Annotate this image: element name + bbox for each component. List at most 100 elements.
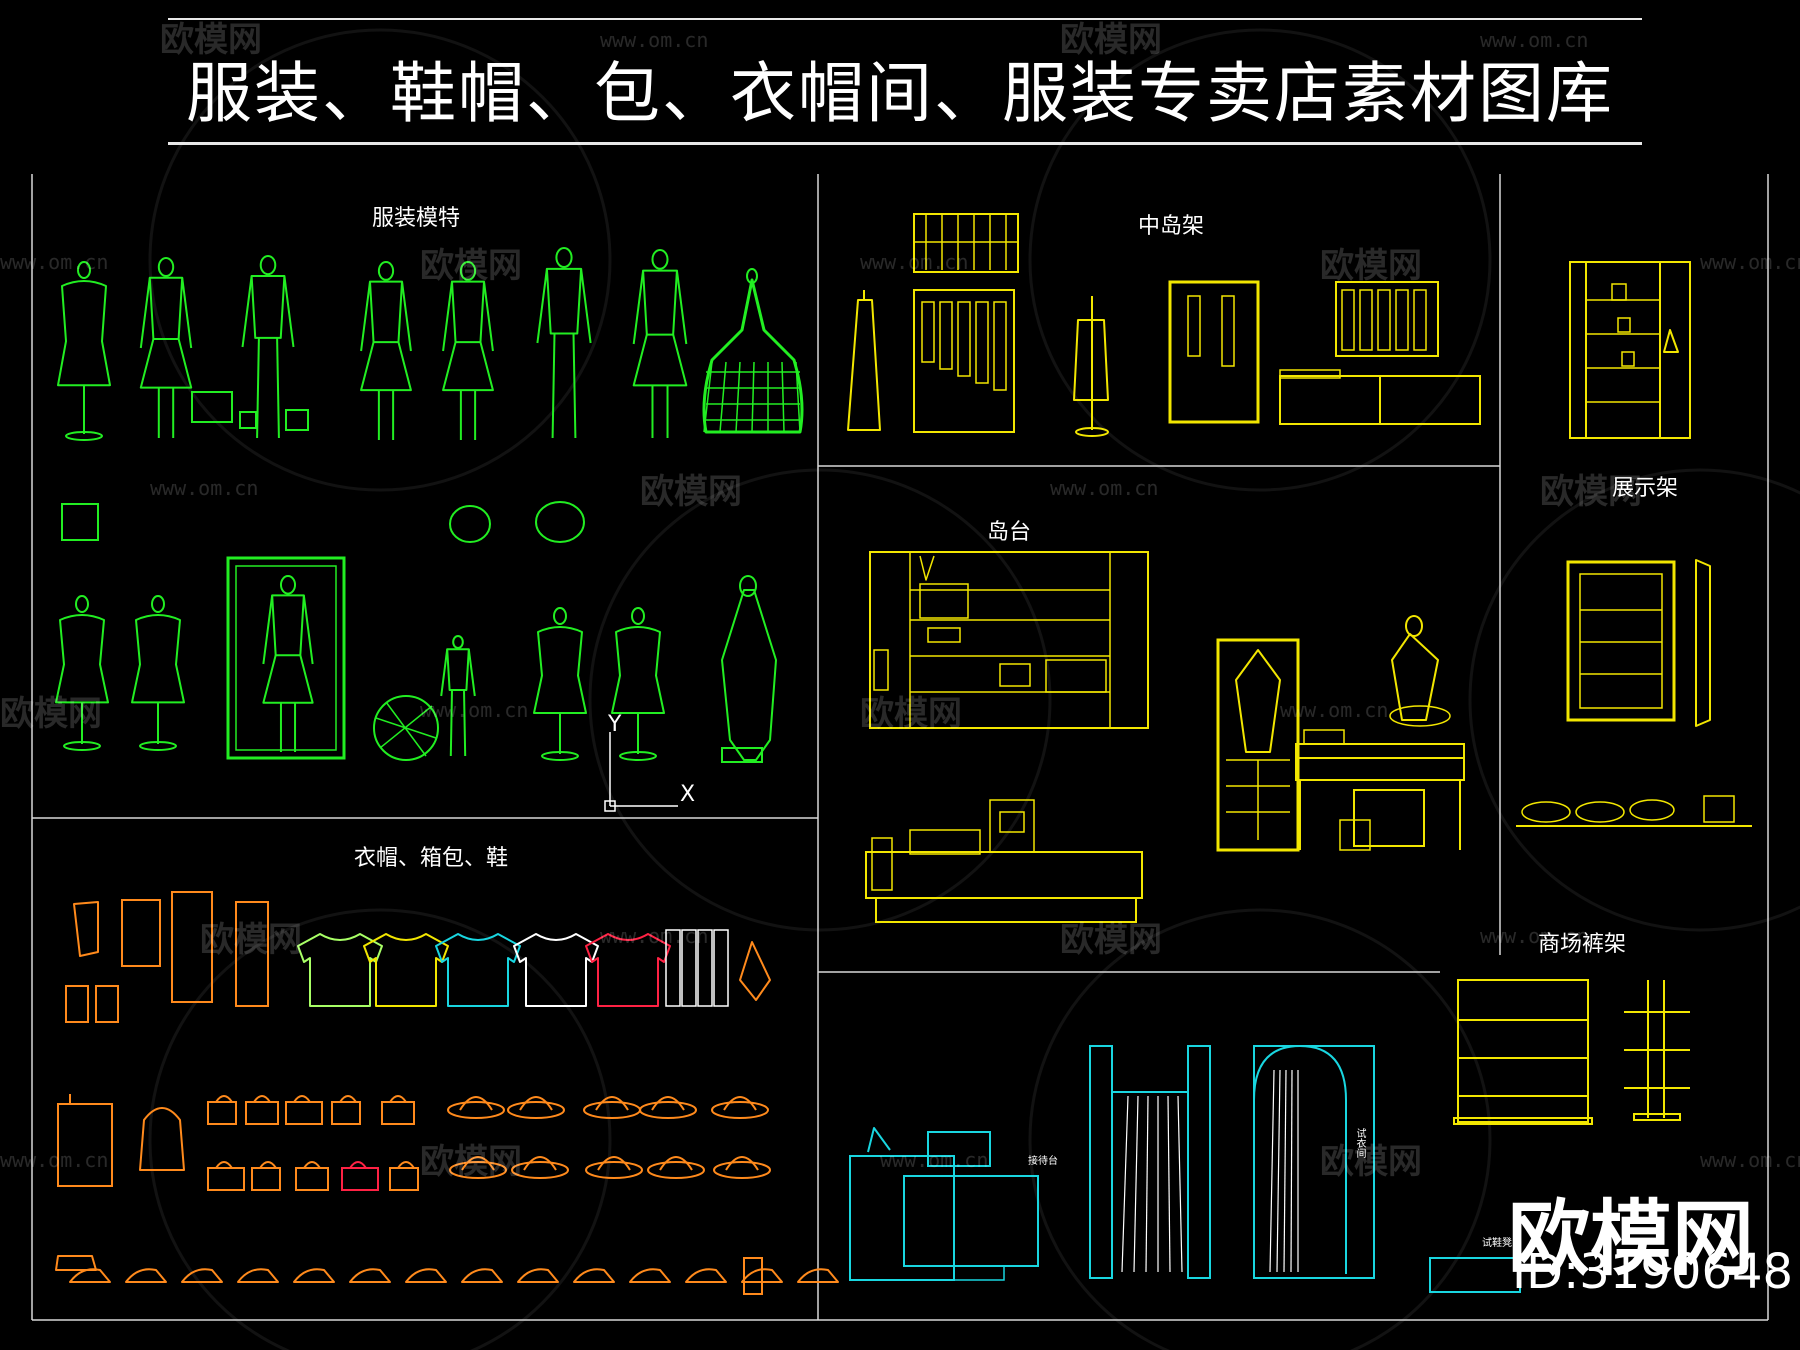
watermark-circle bbox=[1028, 908, 1492, 1350]
mannequin-figure bbox=[139, 277, 151, 349]
watermark-url: www.om.cn bbox=[0, 250, 109, 274]
curtain bbox=[1121, 1095, 1129, 1273]
handbag bbox=[397, 1161, 415, 1169]
trousers bbox=[171, 891, 213, 1003]
suitcase bbox=[57, 1103, 113, 1187]
mannequin-figure bbox=[276, 337, 280, 439]
garment-bag bbox=[665, 929, 681, 1007]
mannequin-figure bbox=[452, 635, 464, 649]
mannequin-figure bbox=[259, 255, 277, 276]
mirror-display bbox=[1235, 649, 1281, 753]
flower-arrangement bbox=[1389, 705, 1451, 727]
hat bbox=[651, 1096, 685, 1111]
hat bbox=[523, 1156, 557, 1171]
handbag bbox=[259, 1161, 277, 1169]
wardrobe-rack bbox=[1168, 280, 1260, 424]
mannequin-figure bbox=[440, 649, 449, 697]
item bbox=[1303, 729, 1345, 745]
handbag bbox=[341, 1167, 379, 1191]
section-label-island-rack: 中岛架 bbox=[1138, 214, 1205, 239]
dress-form bbox=[63, 741, 101, 751]
item bbox=[919, 583, 969, 619]
handbag bbox=[1621, 351, 1635, 367]
hat bbox=[647, 1161, 705, 1179]
watermark-brand: 欧模网 bbox=[640, 472, 742, 512]
mannequin-figure bbox=[271, 594, 305, 657]
watermark-brand: 欧模网 bbox=[1320, 1142, 1422, 1182]
watermark-circle bbox=[588, 468, 1052, 932]
watermark-circle bbox=[148, 908, 612, 1350]
shoe bbox=[573, 1268, 615, 1283]
folded-clothing bbox=[1629, 799, 1675, 821]
asset-id: ID:3190648 bbox=[1512, 1244, 1794, 1300]
handbag bbox=[295, 1167, 329, 1191]
watermark-url: www.om.cn bbox=[0, 1148, 109, 1172]
shoe bbox=[685, 1268, 727, 1283]
mannequin-figure bbox=[555, 247, 573, 268]
mannequin-figure bbox=[283, 275, 295, 348]
dress-form bbox=[75, 595, 89, 613]
t-shirt bbox=[585, 933, 671, 1007]
watermark-brand: 欧模网 bbox=[1060, 920, 1162, 960]
watermark-brand: 欧模网 bbox=[420, 1142, 522, 1182]
mannequin-figure bbox=[139, 338, 193, 389]
brand-logo-text: 欧模网 bbox=[1508, 1192, 1755, 1287]
hanging-garment bbox=[1413, 289, 1427, 351]
curtain bbox=[1276, 1069, 1281, 1273]
t-shirt bbox=[297, 933, 383, 1007]
pants-rack-stand bbox=[1633, 1113, 1681, 1121]
curtain bbox=[1283, 1069, 1287, 1273]
hanging-garment bbox=[1187, 295, 1201, 357]
dress-form bbox=[77, 261, 91, 279]
watermark-url: www.om.cn bbox=[1700, 250, 1800, 274]
garment-bag bbox=[681, 929, 697, 1007]
section-label-mall-pants-rack: 商场裤架 bbox=[1538, 932, 1627, 957]
mannequin-figure bbox=[157, 257, 175, 277]
reception-desk bbox=[953, 1265, 1005, 1281]
suit-form bbox=[721, 589, 777, 761]
curtain bbox=[1167, 1095, 1171, 1273]
shoe bbox=[349, 1268, 391, 1283]
luggage-stack bbox=[1353, 789, 1425, 847]
ball-gown-form bbox=[703, 361, 713, 433]
watermark-url: www.om.cn bbox=[880, 1148, 989, 1172]
mannequin-figure bbox=[262, 654, 314, 704]
display-cabinet bbox=[1579, 573, 1663, 709]
hat bbox=[725, 1156, 759, 1171]
watermark-brand: 欧模网 bbox=[1320, 246, 1422, 286]
mirror-frame bbox=[226, 556, 346, 760]
mannequin-figure bbox=[632, 270, 645, 345]
handbag bbox=[285, 1101, 323, 1125]
hat bbox=[447, 1101, 505, 1119]
ucs-y-label: Y bbox=[608, 712, 622, 737]
curtain bbox=[1133, 1095, 1139, 1273]
box bbox=[989, 799, 1035, 853]
display-cabinet bbox=[1566, 560, 1676, 722]
section-label-island-table: 岛台 bbox=[987, 520, 1032, 545]
reception-desk bbox=[927, 1131, 991, 1167]
hat bbox=[659, 1156, 693, 1171]
folded-clothing bbox=[1575, 801, 1625, 823]
ucs-x-label: X bbox=[680, 782, 696, 807]
watermark-brand: 欧模网 bbox=[420, 246, 522, 286]
floral-piece bbox=[449, 505, 491, 543]
handbag bbox=[331, 1101, 361, 1125]
t-shirt bbox=[435, 933, 521, 1007]
handbag bbox=[215, 1095, 233, 1103]
handbag bbox=[389, 1095, 407, 1103]
ornament bbox=[1663, 329, 1679, 353]
boot bbox=[743, 1257, 763, 1295]
folded-clothing bbox=[1521, 801, 1571, 823]
watermark-brand: 欧模网 bbox=[0, 694, 102, 734]
mannequin-figure bbox=[401, 281, 412, 352]
vanity-table bbox=[1295, 757, 1465, 781]
mannequin-figure bbox=[256, 337, 260, 439]
island-rack bbox=[913, 213, 1019, 273]
mannequin-figure bbox=[545, 267, 583, 335]
stool bbox=[191, 391, 233, 423]
page-title: 服装、鞋帽、包、衣帽间、服装专卖店素材图库 bbox=[186, 55, 1614, 132]
watermark-url: www.om.cn bbox=[1050, 476, 1159, 500]
dress-form bbox=[131, 614, 185, 704]
ucs-origin bbox=[604, 800, 616, 812]
hat bbox=[519, 1096, 553, 1111]
